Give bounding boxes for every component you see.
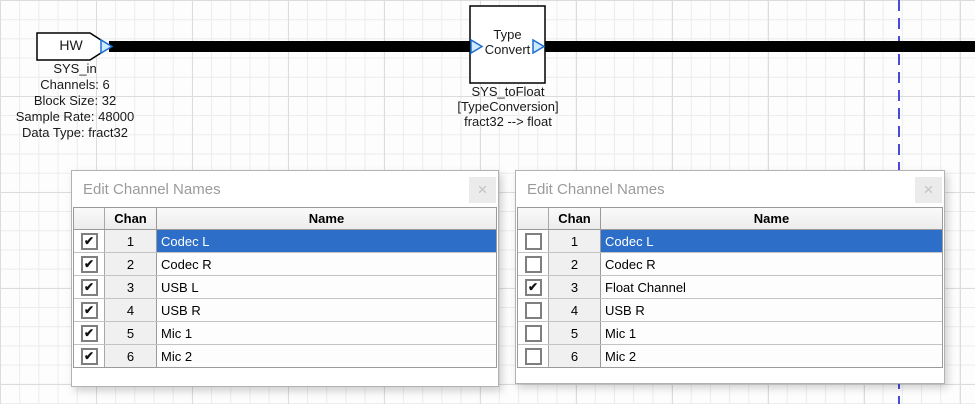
checkbox-check-icon[interactable] (524, 347, 542, 365)
channel-checkbox[interactable] (518, 299, 549, 321)
table-row[interactable]: ✔ 3 Float Channel (518, 276, 942, 299)
channel-checkbox[interactable]: ✔ (74, 299, 105, 321)
channel-checkbox[interactable]: ✔ (74, 276, 105, 298)
checkbox-check-icon[interactable]: ✔ (80, 255, 98, 273)
close-icon[interactable]: × (915, 177, 942, 203)
tc-info-line: [TypeConversion] (457, 99, 559, 114)
channel-name[interactable]: USB L (157, 276, 496, 298)
column-header-chan[interactable]: Chan (105, 208, 157, 229)
table-row[interactable]: ✔ 2 Codec R (74, 253, 496, 276)
hw-block-info: SYS_in Channels: 6 Block Size: 32 Sample… (4, 61, 146, 141)
channel-number: 5 (105, 322, 157, 344)
tc-info-line: fract32 --> float (464, 114, 552, 129)
channel-table: Chan Name ✔ 1 Codec L ✔ 2 Codec R ✔ 3 US… (73, 207, 497, 368)
type-convert-info: SYS_toFloat [TypeConversion] fract32 -->… (437, 84, 579, 129)
checkbox-check-icon[interactable]: ✔ (80, 347, 98, 365)
table-row[interactable]: ✔ 5 Mic 1 (74, 322, 496, 345)
channel-number: 2 (549, 253, 601, 275)
channel-number: 6 (549, 345, 601, 367)
channel-number: 2 (105, 253, 157, 275)
table-header-row: Chan Name (74, 208, 496, 230)
table-header-row: Chan Name (518, 208, 942, 230)
dialog-title: Edit Channel Names (527, 180, 665, 198)
table-row[interactable]: 5 Mic 1 (518, 322, 942, 345)
channel-checkbox[interactable] (518, 230, 549, 252)
channel-number: 4 (549, 299, 601, 321)
tc-info-line: SYS_toFloat (471, 84, 545, 99)
checkbox-check-icon[interactable] (524, 301, 542, 319)
wire-hw-to-typeconvert[interactable] (109, 41, 471, 52)
column-header-name[interactable]: Name (753, 211, 790, 226)
checkbox-check-icon[interactable]: ✔ (80, 324, 98, 342)
channel-number: 3 (105, 276, 157, 298)
channel-checkbox[interactable]: ✔ (74, 230, 105, 252)
table-row[interactable]: ✔ 4 USB R (74, 299, 496, 322)
hw-info-line: Block Size: 32 (33, 93, 117, 108)
channel-name[interactable]: Mic 2 (157, 345, 496, 367)
hw-info-line: Data Type: fract32 (22, 125, 128, 140)
dialog-titlebar[interactable]: Edit Channel Names × (72, 171, 498, 207)
channel-name[interactable]: Mic 1 (601, 322, 942, 344)
dialog-titlebar[interactable]: Edit Channel Names × (516, 171, 944, 207)
column-header-name[interactable]: Name (308, 211, 345, 226)
channel-name[interactable]: Float Channel (601, 276, 942, 298)
column-header-checkbox (518, 208, 549, 229)
channel-name[interactable]: Mic 2 (601, 345, 942, 367)
channel-checkbox[interactable]: ✔ (518, 276, 549, 298)
edit-channel-names-dialog-right: Edit Channel Names × Chan Name 1 Codec L… (515, 170, 945, 384)
hw-info-line: SYS_in (53, 61, 97, 76)
channel-name[interactable]: Codec L (157, 230, 496, 252)
channel-number: 4 (105, 299, 157, 321)
channel-name[interactable]: USB R (601, 299, 942, 321)
table-row[interactable]: 4 USB R (518, 299, 942, 322)
channel-number: 5 (549, 322, 601, 344)
channel-checkbox[interactable]: ✔ (74, 253, 105, 275)
table-row[interactable]: 2 Codec R (518, 253, 942, 276)
checkbox-check-icon[interactable] (524, 324, 542, 342)
column-header-chan[interactable]: Chan (549, 208, 601, 229)
table-row[interactable]: 1 Codec L (518, 230, 942, 253)
table-row[interactable]: ✔ 3 USB L (74, 276, 496, 299)
checkbox-check-icon[interactable] (524, 232, 542, 250)
table-row[interactable]: ✔ 6 Mic 2 (74, 345, 496, 367)
channel-number: 1 (105, 230, 157, 252)
checkbox-check-icon[interactable]: ✔ (524, 278, 542, 296)
checkbox-check-icon[interactable]: ✔ (80, 232, 98, 250)
channel-name[interactable]: USB R (157, 299, 496, 321)
type-convert-label: Type Convert (484, 27, 531, 57)
channel-checkbox[interactable] (518, 253, 549, 275)
dialog-title: Edit Channel Names (83, 180, 221, 198)
typeconvert-output-pin-icon[interactable] (532, 38, 546, 55)
hw-info-line: Sample Rate: 48000 (15, 109, 135, 124)
channel-name[interactable]: Codec R (601, 253, 942, 275)
channel-checkbox[interactable]: ✔ (74, 345, 105, 367)
channel-name[interactable]: Codec R (157, 253, 496, 275)
hw-output-pin-icon[interactable] (100, 38, 114, 55)
channel-checkbox[interactable] (518, 322, 549, 344)
column-header-checkbox (74, 208, 105, 229)
table-row[interactable]: 6 Mic 2 (518, 345, 942, 367)
typeconvert-input-pin-icon[interactable] (470, 38, 484, 55)
channel-checkbox[interactable] (518, 345, 549, 367)
hw-info-line: Channels: 6 (40, 77, 110, 92)
checkbox-check-icon[interactable]: ✔ (80, 278, 98, 296)
table-row[interactable]: ✔ 1 Codec L (74, 230, 496, 253)
channel-number: 6 (105, 345, 157, 367)
channel-number: 1 (549, 230, 601, 252)
channel-table: Chan Name 1 Codec L 2 Codec R ✔ 3 Float … (517, 207, 943, 368)
channel-number: 3 (549, 276, 601, 298)
channel-name[interactable]: Codec L (601, 230, 942, 252)
edit-channel-names-dialog-left: Edit Channel Names × Chan Name ✔ 1 Codec… (71, 170, 499, 387)
channel-checkbox[interactable]: ✔ (74, 322, 105, 344)
checkbox-check-icon[interactable] (524, 255, 542, 273)
wire-typeconvert-output[interactable] (544, 41, 975, 52)
channel-name[interactable]: Mic 1 (157, 322, 496, 344)
checkbox-check-icon[interactable]: ✔ (80, 301, 98, 319)
close-icon[interactable]: × (469, 177, 496, 203)
hw-block-label: HW (59, 37, 83, 53)
